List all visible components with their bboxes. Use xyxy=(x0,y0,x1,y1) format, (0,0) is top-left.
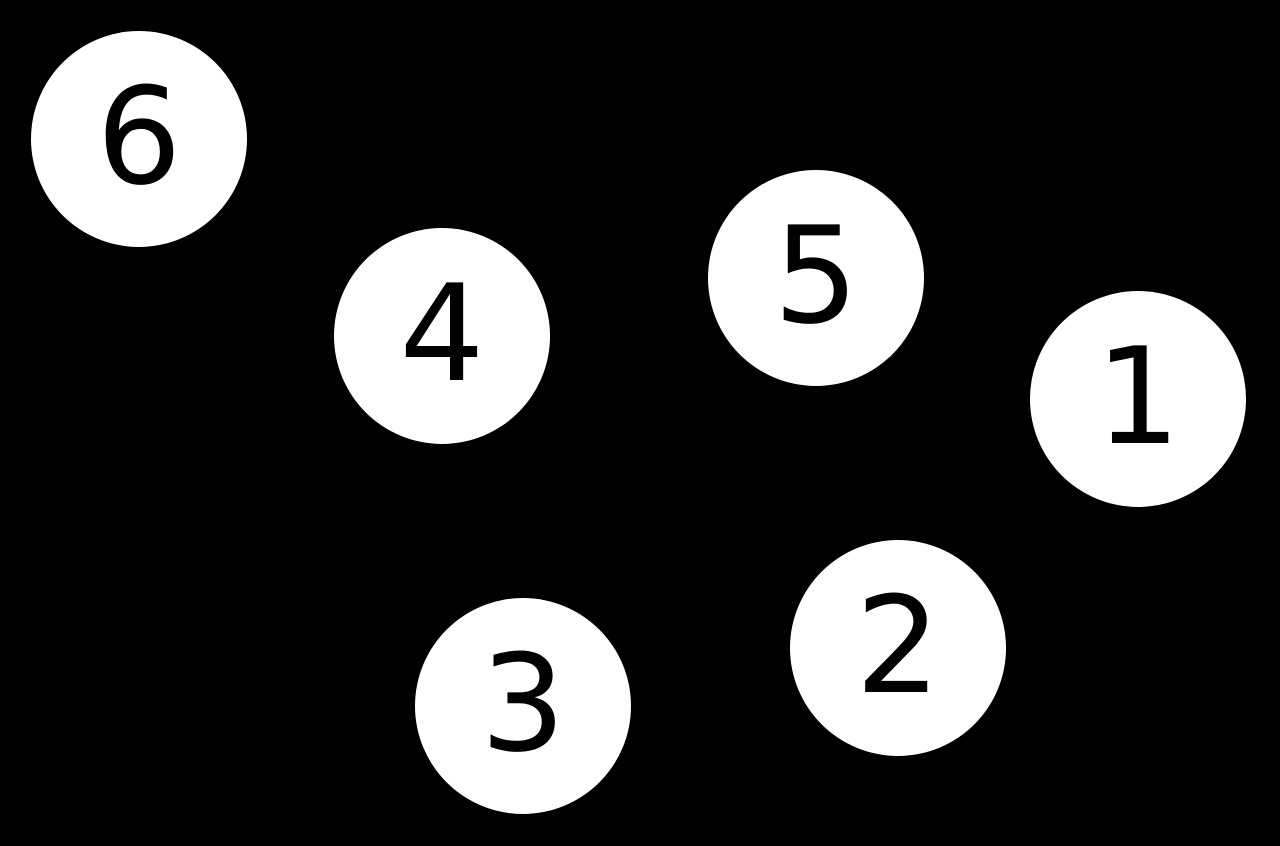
node-label: 5 xyxy=(773,198,859,354)
node-label: 2 xyxy=(855,568,941,724)
graph-node-2: 2 xyxy=(790,540,1006,756)
graph-node-4: 4 xyxy=(334,228,550,444)
graph-node-3: 3 xyxy=(415,598,631,814)
node-label: 3 xyxy=(480,626,566,782)
graph-node-1: 1 xyxy=(1030,291,1246,507)
graph-node-6: 6 xyxy=(31,31,247,247)
node-label: 6 xyxy=(96,59,182,215)
node-label: 1 xyxy=(1095,319,1181,475)
node-label: 4 xyxy=(399,256,485,412)
graph-node-5: 5 xyxy=(708,170,924,386)
